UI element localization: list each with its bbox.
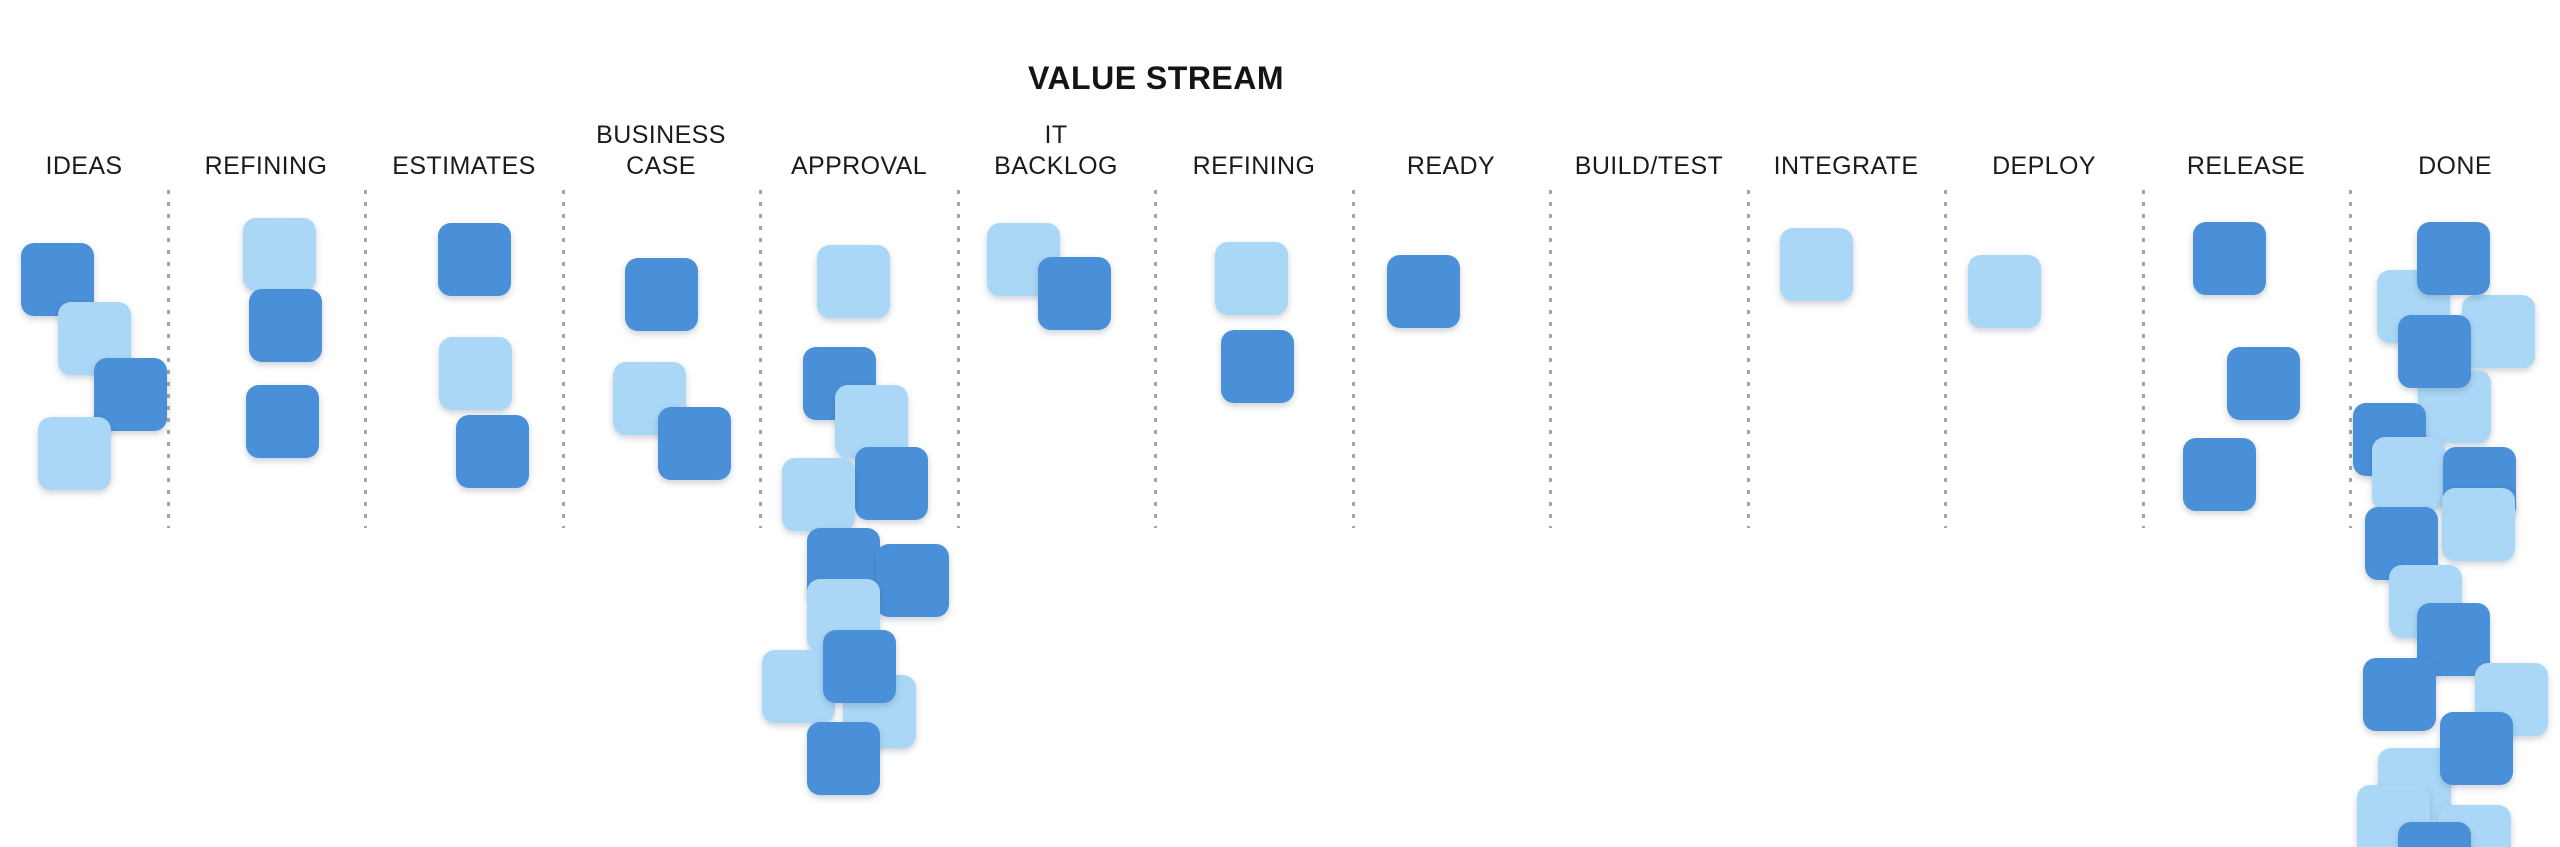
column-header-refining-2: REFINING [1193,120,1316,182]
sticky-note-dark [658,407,731,480]
column-header-integrate: INTEGRATE [1774,120,1919,182]
column-header-build-test: BUILD/TEST [1575,120,1723,182]
sticky-note-dark [1221,330,1294,403]
column-header-ready: READY [1407,120,1495,182]
sticky-note-light [1968,255,2041,328]
sticky-note-light [243,218,316,291]
sticky-note-light [2462,295,2535,368]
column-label-line: CASE [626,152,696,180]
column-label-line: DONE [2418,152,2492,180]
sticky-note-light [439,337,512,410]
column-header-approval: APPROVAL [791,120,927,182]
sticky-note-light [835,385,908,458]
sticky-note-light [782,458,855,531]
sticky-note-dark [855,447,928,520]
sticky-note-dark [2193,222,2266,295]
sticky-note-dark [2417,222,2490,295]
column-label-line: BUSINESS [596,121,726,149]
sticky-note-dark [246,385,319,458]
column-label-line: REFINING [1192,152,1316,180]
sticky-note-light [38,417,111,490]
column-label-line: READY [1406,152,1496,180]
sticky-note-dark [2398,822,2471,847]
column-label-line: ESTIMATES [392,152,536,180]
column-label-line: RELEASE [2186,152,2306,180]
sticky-note-dark [1387,255,1460,328]
sticky-note-dark [2398,315,2471,388]
column-label-line: DEPLOY [1992,152,2096,180]
column-label-line: IT [1044,121,1068,149]
column-label-line: BUILD/TEST [1574,152,1724,180]
sticky-note-dark [2183,438,2256,511]
column-label-line: REFINING [204,152,328,180]
column-divider-6 [1154,190,1157,528]
sticky-note-light [2372,437,2445,510]
sticky-note-dark [94,358,167,431]
column-divider-10 [1944,190,1947,528]
column-header-estimates: ESTIMATES [392,120,535,182]
sticky-note-light [762,650,835,723]
column-label-line: APPROVAL [790,152,928,180]
column-divider-9 [1747,190,1750,528]
column-divider-1 [167,190,170,528]
sticky-note-dark [823,630,896,703]
column-divider-11 [2142,190,2145,528]
column-divider-8 [1549,190,1552,528]
sticky-note-dark [438,223,511,296]
column-divider-2 [364,190,367,528]
column-header-done: DONE [2418,120,2492,182]
sticky-note-dark [456,415,529,488]
sticky-note-dark [1038,257,1111,330]
sticky-note-dark [249,289,322,362]
sticky-note-light [1780,228,1853,301]
column-divider-5 [957,190,960,528]
sticky-note-dark [876,544,949,617]
sticky-note-light [2442,488,2515,561]
column-divider-12 [2349,190,2352,528]
column-label-line: BACKLOG [994,152,1118,180]
board-title: VALUE STREAM [1027,60,1285,96]
column-header-it-backlog: IT BACKLOG [994,120,1118,182]
column-header-ideas: IDEAS [45,120,122,182]
column-divider-7 [1352,190,1355,528]
column-divider-4 [759,190,762,528]
sticky-note-dark [807,722,880,795]
column-label-line: INTEGRATE [1773,152,1919,180]
column-divider-3 [562,190,565,528]
column-header-refining: REFINING [205,120,328,182]
sticky-note-dark [2227,347,2300,420]
column-header-deploy: DEPLOY [1992,120,2096,182]
column-header-release: RELEASE [2187,120,2305,182]
sticky-note-dark [2363,658,2436,731]
column-header-business-case: BUSINESS CASE [596,120,726,182]
sticky-note-light [817,245,890,318]
sticky-note-light [1215,242,1288,315]
sticky-note-dark [625,258,698,331]
sticky-note-dark [2440,712,2513,785]
column-label-line: IDEAS [45,152,123,180]
